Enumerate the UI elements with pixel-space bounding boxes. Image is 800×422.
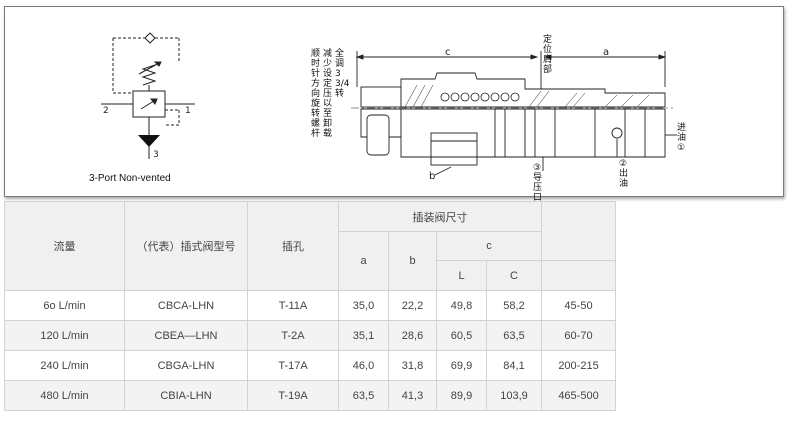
cell-L: 60,5 — [436, 320, 487, 351]
cell-b: 22,2 — [388, 290, 437, 321]
cell-flow: 240 L/min — [4, 350, 125, 381]
cell-L: 49,8 — [436, 290, 487, 321]
dimension-a-label: a — [603, 47, 609, 58]
cell-cavity: T-11A — [247, 290, 339, 321]
header-a: a — [338, 231, 389, 291]
cell-C: 63,5 — [486, 320, 542, 351]
cell-extra: 465-500 — [541, 380, 616, 411]
adjust-note-line-2: 减少设定压以至卸载 — [323, 49, 333, 139]
cell-extra: 45-50 — [541, 290, 616, 321]
hydraulic-symbol — [101, 32, 195, 159]
port-1-number: 1 — [185, 106, 191, 116]
cell-extra: 60-70 — [541, 320, 616, 351]
cell-extra: 200-215 — [541, 350, 616, 381]
table-row: 120 L/min CBEA—LHN T-2A 35,1 28,6 60,5 6… — [4, 320, 616, 351]
cell-model: CBIA-LHN — [124, 380, 248, 411]
header-extra-blank-2 — [541, 260, 616, 291]
cell-C: 103,9 — [486, 380, 542, 411]
cell-flow: 6o L/min — [4, 290, 125, 321]
cell-a: 35,1 — [338, 320, 389, 351]
cell-a: 63,5 — [338, 380, 389, 411]
cell-cavity: T-2A — [247, 320, 339, 351]
schematic-caption: 3-Port Non-vented — [89, 173, 171, 184]
port-3-number: 3 — [153, 150, 159, 160]
adjust-note-line-3: 全调 3 3/4 转 — [335, 49, 350, 99]
dimension-b-label: b — [429, 171, 435, 182]
valve-drawing: c a b 2 1 3 — [101, 32, 677, 182]
cell-flow: 120 L/min — [4, 320, 125, 351]
positioning-shoulder-label: 定位肩部 — [543, 35, 553, 75]
drawing-frame: c a b 2 1 3 3-Port Non-vented 顺时针方向旋转螺杆 … — [4, 6, 784, 203]
cell-C: 58,2 — [486, 290, 542, 321]
table-row: 480 L/min CBIA-LHN T-19A 63,5 41,3 89,9 … — [4, 380, 616, 411]
cell-b: 41,3 — [388, 380, 437, 411]
cell-model: CBGA-LHN — [124, 350, 248, 381]
header-c: c — [436, 231, 542, 261]
dimension-c-label: c — [445, 47, 451, 58]
spec-table: 流量 （代表）插式阀型号 插孔 插装阀尺寸 a b c L C 6o L/min… — [4, 201, 616, 411]
header-extra-blank — [541, 201, 616, 261]
cell-model: CBCA-LHN — [124, 290, 248, 321]
inlet-port-label: 进油 ① — [677, 123, 687, 153]
cell-C: 84,1 — [486, 350, 542, 381]
pilot-port-triangle — [138, 135, 160, 147]
header-L: L — [436, 260, 487, 291]
header-model: （代表）插式阀型号 — [124, 201, 248, 291]
adjust-note-line-1: 顺时针方向旋转螺杆 — [311, 49, 321, 139]
table-row: 240 L/min CBGA-LHN T-17A 46,0 31,8 69,9 … — [4, 350, 616, 381]
header-cavity: 插孔 — [247, 201, 339, 291]
cell-b: 31,8 — [388, 350, 437, 381]
pilot-port-label: ③ 导压口 — [533, 163, 543, 203]
header-row-1: 流量 （代表）插式阀型号 插孔 插装阀尺寸 — [4, 201, 616, 291]
header-dims: 插装阀尺寸 — [338, 201, 542, 232]
cartridge-section — [351, 51, 677, 176]
outlet-port-label: ② 出油 — [619, 159, 629, 189]
cell-L: 69,9 — [436, 350, 487, 381]
cell-flow: 480 L/min — [4, 380, 125, 411]
cell-cavity: T-17A — [247, 350, 339, 381]
cell-b: 28,6 — [388, 320, 437, 351]
cell-L: 89,9 — [436, 380, 487, 411]
header-b: b — [388, 231, 437, 291]
cell-model: CBEA—LHN — [124, 320, 248, 351]
cell-a: 35,0 — [338, 290, 389, 321]
header-flow: 流量 — [4, 201, 125, 291]
port-2-number: 2 — [103, 106, 109, 116]
cell-a: 46,0 — [338, 350, 389, 381]
cell-cavity: T-19A — [247, 380, 339, 411]
header-C: C — [486, 260, 542, 291]
table-row: 6o L/min CBCA-LHN T-11A 35,0 22,2 49,8 5… — [4, 290, 616, 321]
